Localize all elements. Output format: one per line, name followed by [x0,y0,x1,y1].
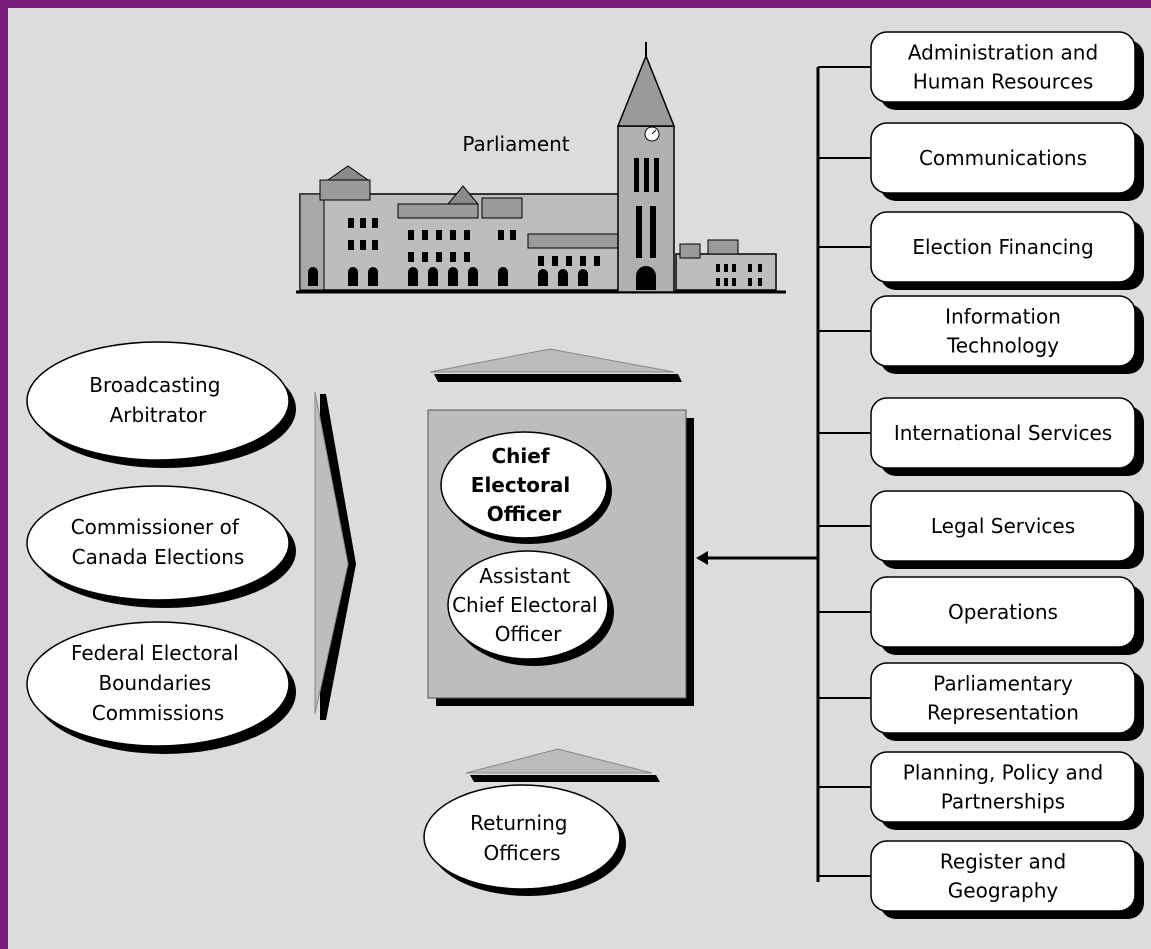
org-chart: Parliament Chief Electoral Officer Assis… [26,31,1144,919]
directorate-label: Representation [927,701,1079,725]
directorates-connector [696,67,820,882]
directorate-box-body [870,576,1136,648]
directorate-box-body [870,397,1136,469]
svg-text:Chief Electoral Of: Chief Electoral Officer [471,444,577,526]
directorate-box-body [870,31,1136,103]
arrow-up-from-returning-officers [465,748,660,782]
parliament-label: Parliament [462,132,569,156]
broadcasting-label-line-1: Broadcasting [89,373,220,397]
svg-text:Broadcasting Arbitrator: Broadcasting Arbitrator [89,373,227,427]
returning-label-line-2: Officers [483,841,560,865]
boundaries-label-line-2: Boundaries [98,671,211,695]
directorate-box-body [870,751,1136,823]
parliament-building-icon [296,42,786,294]
directorate-box-body [870,211,1136,283]
svg-text:Commissioner of Canada E: Commissioner of Canada Elections [71,515,246,569]
directorate-label: Legal Services [931,514,1075,538]
directorate-label: Information [945,305,1061,329]
svg-text:Federal Electoral Bounda: Federal Electoral Boundaries Commissions [71,641,245,725]
boundaries-label-line-3: Commissions [92,701,224,725]
svg-text:Returning Officers: Returning Officers [470,811,574,865]
arrow-up-to-parliament [429,348,682,382]
broadcasting-label-line-2: Arbitrator [110,403,208,427]
svg-text:Assistant Chief Electora: Assistant Chief Electoral Officer [452,564,604,646]
chief-label-line-2: Electoral [471,473,570,497]
chief-label-line-1: Chief [491,444,549,468]
chief-electoral-officer-oval: Chief Electoral Officer [440,431,612,544]
directorate-label: Planning, Policy and [903,761,1103,785]
broadcasting-arbitrator-oval: Broadcasting Arbitrator [26,341,296,468]
chief-label-line-3: Officer [487,502,562,526]
directorate-box: Legal Services [818,490,1144,569]
commissioner-label-line-1: Commissioner of [71,515,240,539]
commissioner-of-canada-elections-oval: Commissioner of Canada Elections [26,485,296,608]
returning-officers-oval: Returning Officers [423,784,626,896]
directorate-label: Administration and [908,41,1098,65]
directorate-label: Register and [940,850,1066,874]
federal-electoral-boundaries-commissions-oval: Federal Electoral Boundaries Commissions [26,621,296,754]
arrow-right-to-chief [314,391,356,720]
directorate-box-body [870,840,1136,912]
directorate-box: Operations [818,576,1144,655]
directorate-box-body [870,662,1136,734]
directorate-label: Operations [948,600,1058,624]
directorate-box-body [870,490,1136,562]
commissioner-label-line-2: Canada Elections [72,545,245,569]
directorate-box: Communications [818,122,1144,201]
directorate-label: Parliamentary [933,672,1073,696]
directorate-label: Election Financing [912,235,1093,259]
directorate-box: International Services [818,397,1144,476]
directorate-label: Geography [948,879,1059,903]
directorate-label: Partnerships [941,790,1065,814]
assistant-chief-electoral-officer-oval: Assistant Chief Electoral Officer [447,550,614,666]
directorate-label: International Services [894,421,1112,445]
boundaries-label-line-1: Federal Electoral [71,641,239,665]
directorate-label: Human Resources [913,70,1094,94]
assistant-label-line-3: Officer [495,622,562,646]
org-chart-frame: Parliament Chief Electoral Officer Assis… [8,8,1151,949]
directorate-label: Technology [946,334,1059,358]
directorate-box-body [870,122,1136,194]
directorate-box: Election Financing [818,211,1144,290]
returning-label-line-1: Returning [470,811,567,835]
assistant-label-line-1: Assistant [479,564,570,588]
directorate-label: Communications [919,146,1087,170]
directorate-box-body [870,295,1136,367]
assistant-label-line-2: Chief Electoral [452,593,598,617]
